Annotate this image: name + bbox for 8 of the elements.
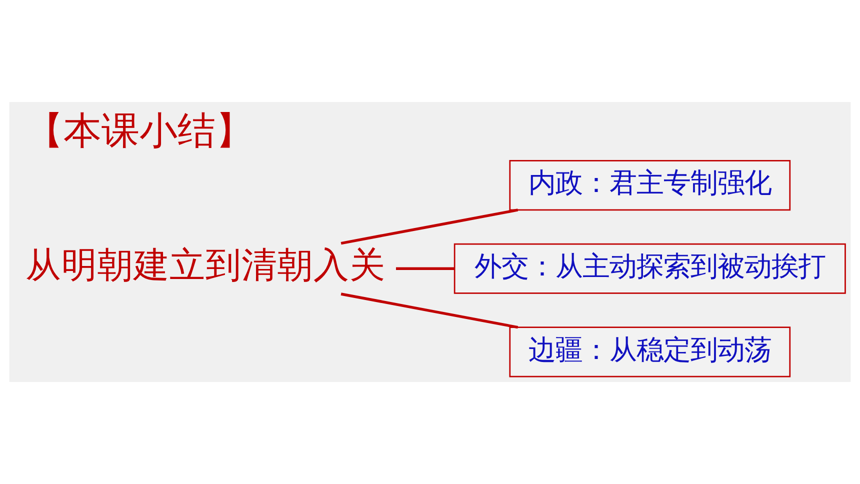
connector: [340, 208, 518, 245]
diagram-title: 【本课小结】: [26, 110, 254, 154]
node-box: 内政：君主专制强化: [509, 160, 791, 211]
node-text: 从明朝建立到清朝入关: [25, 245, 386, 286]
node-box: 边疆：从稳定到动荡: [509, 326, 791, 378]
connector: [340, 292, 518, 329]
connector: [396, 267, 454, 270]
node-box: 外交：从主动探索到被动挨打: [454, 243, 846, 294]
